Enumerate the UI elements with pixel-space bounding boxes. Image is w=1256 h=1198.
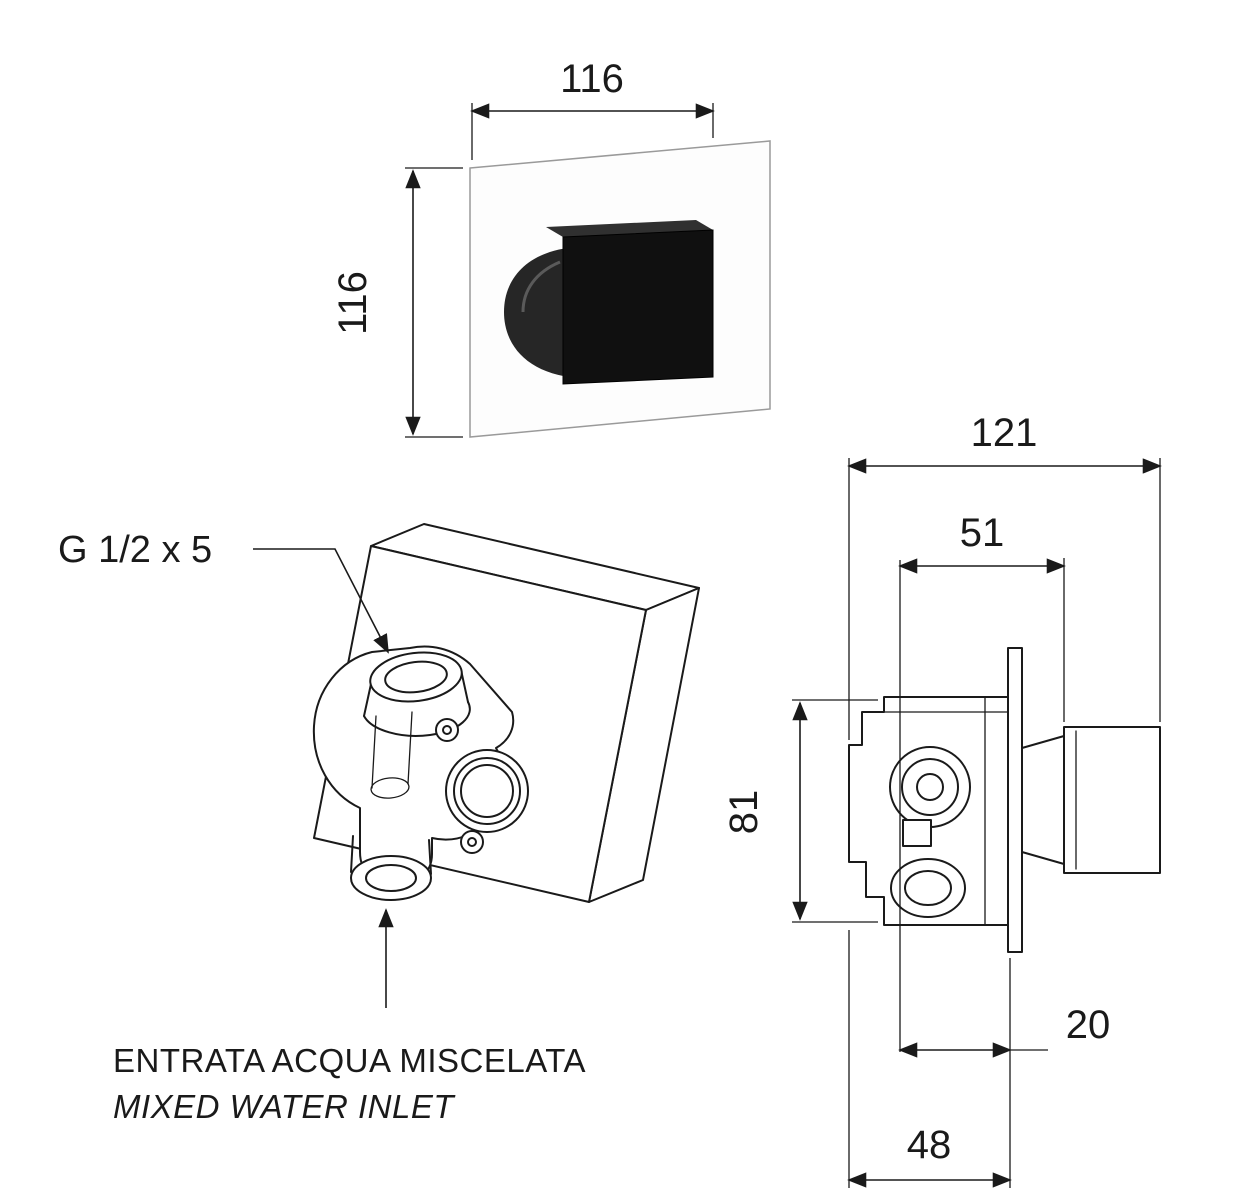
cartridge-base	[370, 777, 410, 799]
inlet-caption-italian: ENTRATA ACQUA MISCELATA	[113, 1042, 586, 1079]
front-handle-base-highlight	[521, 260, 561, 313]
front-port-middle-ring	[453, 757, 521, 825]
side-bottom-port-outer	[890, 858, 966, 918]
front-height-dimension: 116	[331, 167, 463, 438]
front-height-label: 116	[331, 271, 375, 335]
iso-annotations: G 1/2 x 5 ENTRATA ACQUA MISCELATA MIXED …	[58, 529, 586, 1125]
body-height-label: 81	[722, 790, 766, 835]
top-port-side-left	[363, 683, 372, 717]
side-top-port-middle	[901, 758, 959, 816]
handle-offset-label: 51	[960, 511, 1005, 555]
front-handle-top-face	[546, 220, 713, 237]
front-port-bore	[460, 764, 514, 818]
side-view	[848, 647, 1161, 953]
screw-hole-top	[442, 725, 452, 735]
front-width-label: 116	[560, 57, 624, 101]
front-handle-cube	[562, 229, 714, 385]
bottom-port-bore	[365, 864, 417, 892]
cartridge-line-left	[371, 715, 377, 789]
thread-leader-line	[253, 548, 389, 654]
screw-ear-bottom	[460, 830, 484, 854]
plate-offset-label: 20	[1066, 1003, 1111, 1047]
iso-view	[312, 523, 700, 903]
depth-label: 48	[907, 1123, 952, 1167]
inlet-caption-english: MIXED WATER INLET	[113, 1088, 456, 1125]
screw-ear-top	[435, 718, 459, 742]
side-handle-knob	[1063, 726, 1161, 874]
valve-body	[312, 645, 515, 889]
thread-size-label: G 1/2 x 5	[58, 529, 212, 571]
side-wall-plate	[1007, 647, 1023, 953]
front-width-dimension: 116	[470, 57, 715, 160]
side-stop-detail	[902, 819, 932, 847]
top-port-bore	[384, 660, 448, 694]
bottom-port-side-right	[428, 839, 432, 875]
front-handle-base-cylinder	[504, 247, 578, 378]
front-port-outer-ring	[445, 749, 529, 833]
bottom-port-rim	[350, 855, 432, 901]
bottom-port-side-left	[350, 835, 354, 873]
overall-width-label: 121	[971, 411, 1038, 455]
front-view	[469, 140, 771, 438]
side-view-dimensions: 121 51 81 20 48	[722, 411, 1162, 1188]
side-bottom-port-inner	[904, 870, 952, 906]
screw-hole-bottom	[467, 837, 477, 847]
side-trim-sleeve	[1021, 735, 1065, 865]
side-top-port-inner	[916, 773, 944, 801]
cartridge-line-right	[407, 711, 413, 785]
